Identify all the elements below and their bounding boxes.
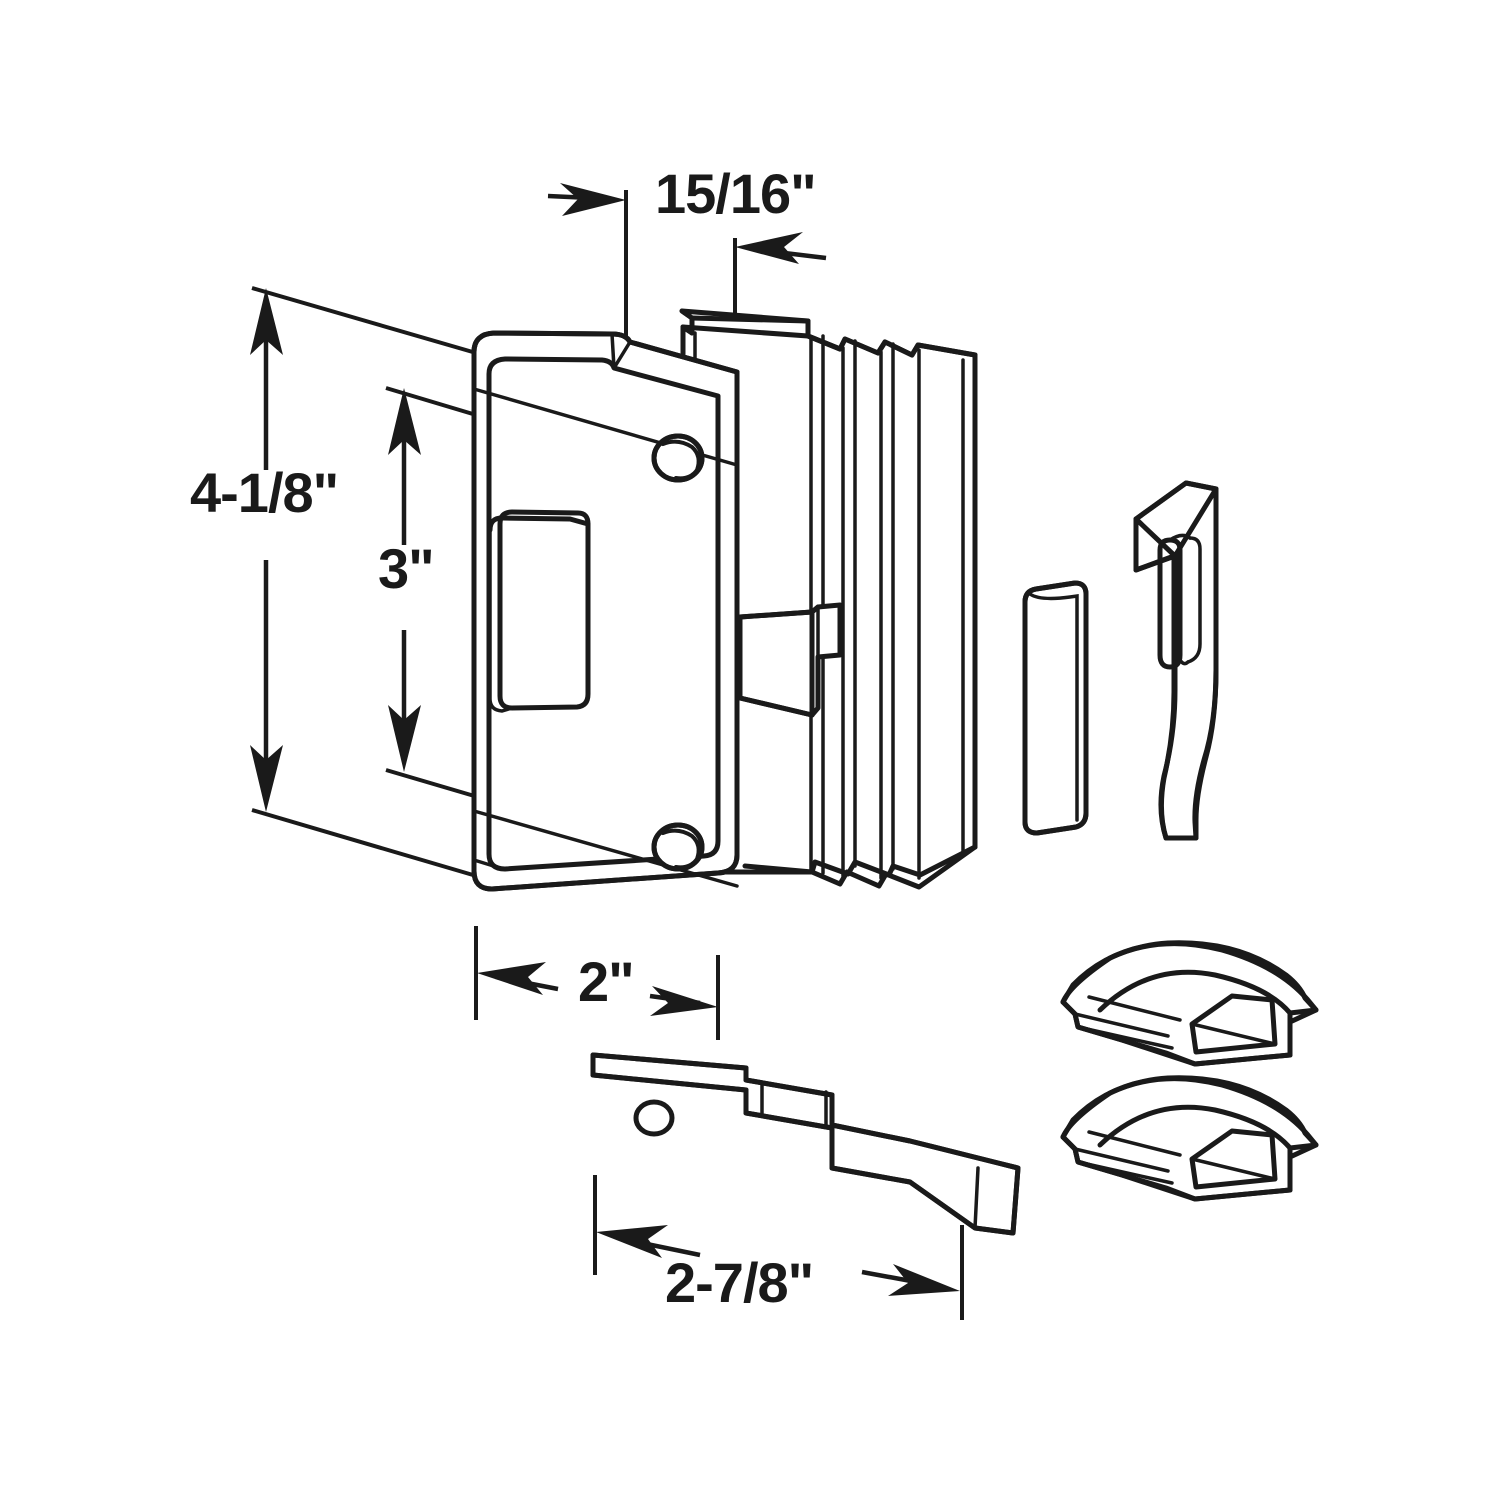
dimension-label-15-16: 15/16" <box>655 162 816 225</box>
part-spacer-bar <box>1022 580 1089 836</box>
part-glide-clip-upper <box>1060 940 1319 1067</box>
dimension-2-arrows <box>477 962 718 1016</box>
dimension-label-3: 3" <box>378 537 434 600</box>
dimension-3-line <box>388 388 421 772</box>
dimension-4-1-8-extension-lines <box>251 286 491 882</box>
part-latch-hook-lever <box>1133 480 1219 841</box>
dimension-2-extension-lines <box>474 926 720 1040</box>
dimension-2-7-8-extension-lines <box>593 1175 964 1320</box>
part-frame-extrusion <box>679 308 978 890</box>
dimension-15-16-arrows <box>547 183 827 264</box>
part-strike-keeper-bar <box>590 1052 1021 1236</box>
dimension-label-2-7-8: 2-7/8" <box>665 1251 813 1314</box>
dimension-2-7-8-arrows <box>596 1225 960 1296</box>
part-latch-face-plate <box>471 330 740 892</box>
dimension-label-4-1-8: 4-1/8" <box>190 461 338 524</box>
dimension-label-2: 2" <box>578 950 634 1013</box>
part-glide-clip-lower <box>1060 1075 1319 1202</box>
dimension-4-1-8-line <box>250 288 283 812</box>
